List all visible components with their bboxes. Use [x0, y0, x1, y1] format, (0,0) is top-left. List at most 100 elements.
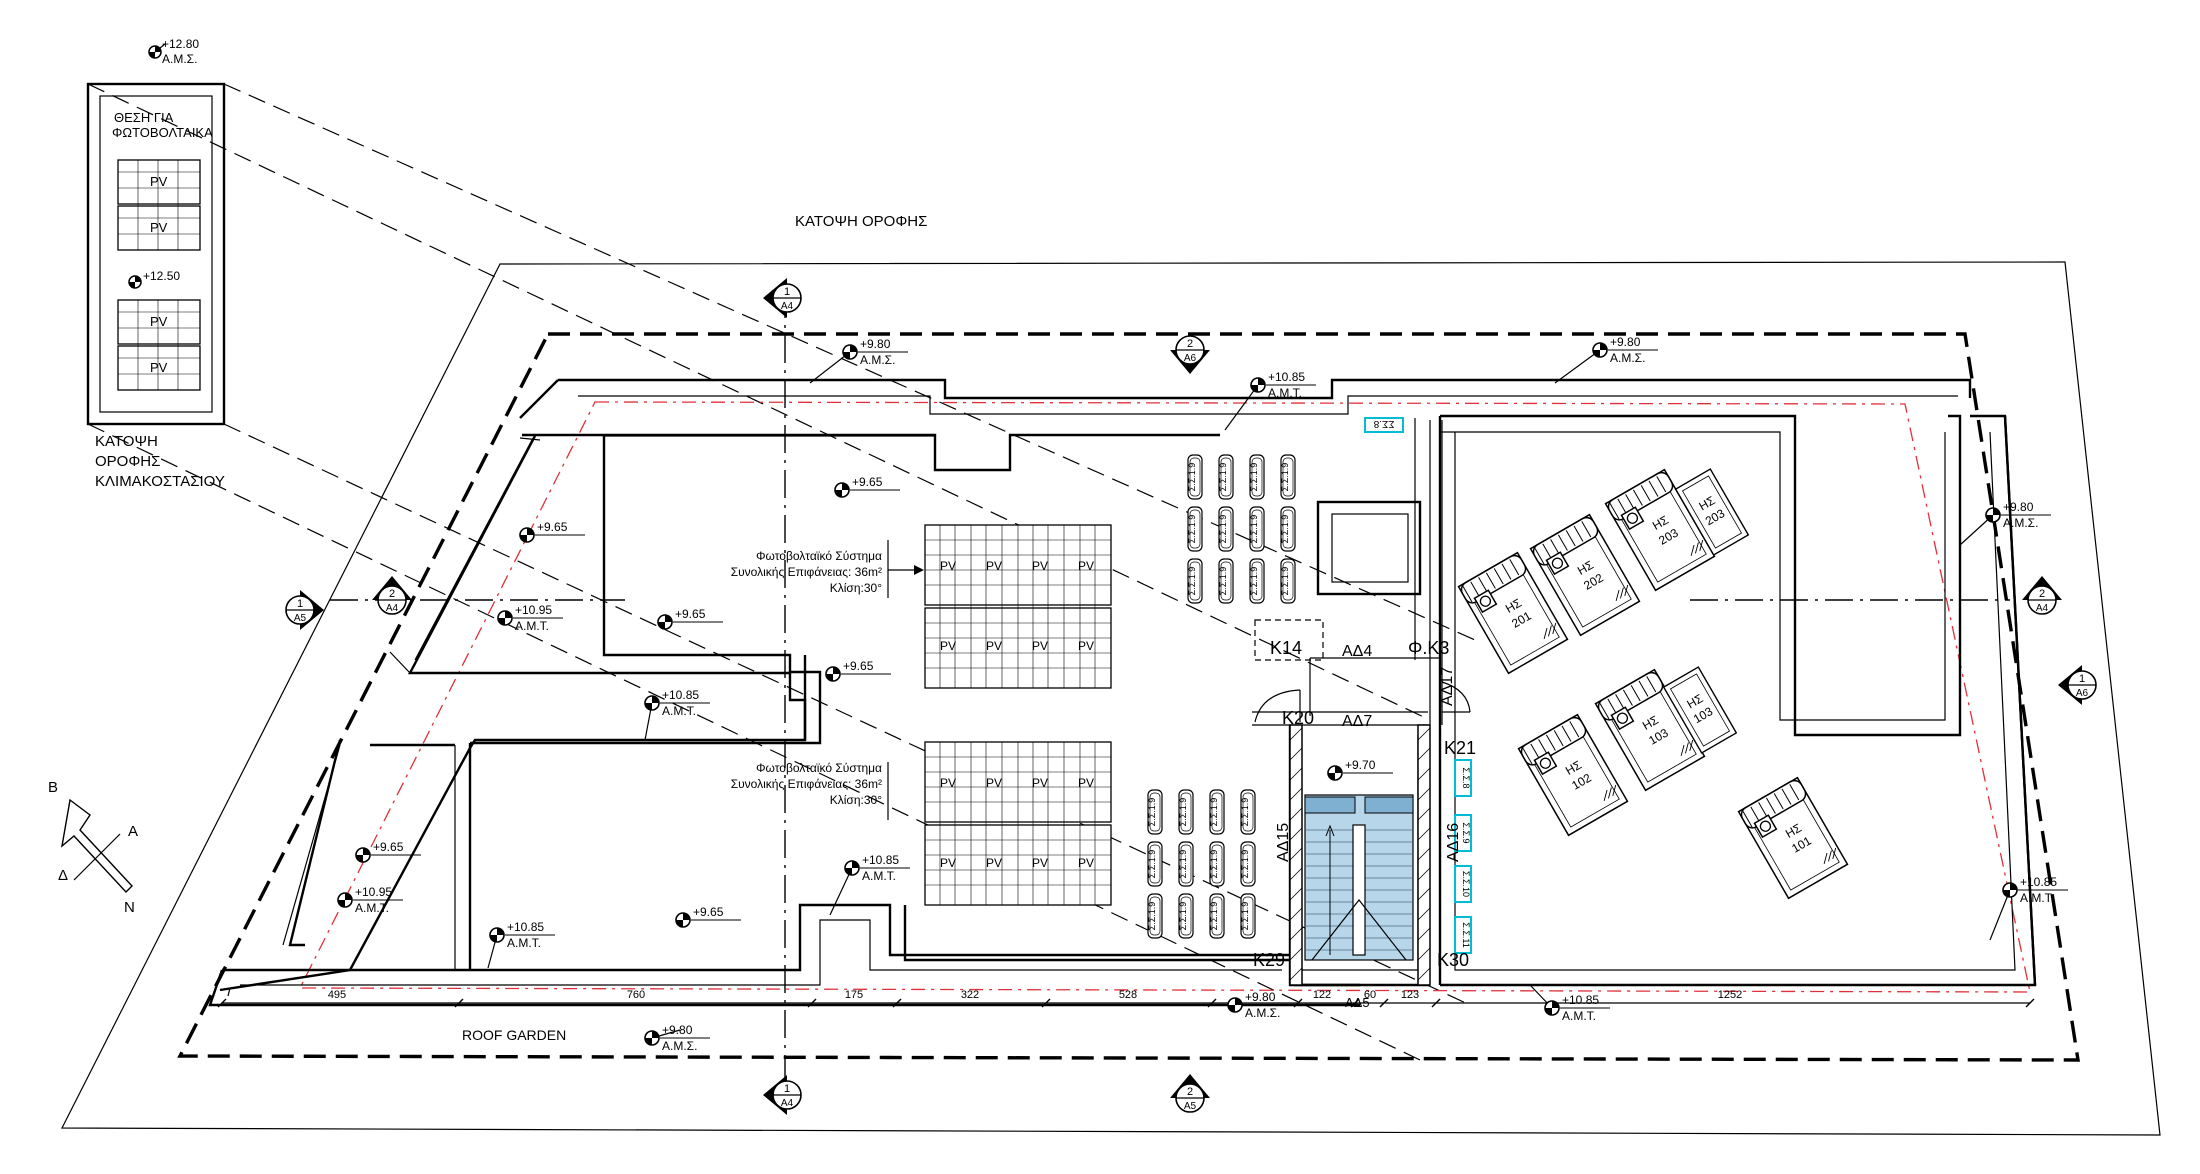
- solar-collector-label: Σ.Σ.1.9: [1280, 515, 1290, 544]
- cyan-tag-label: Σ.Σ.10: [1461, 871, 1471, 897]
- level-value: +10.85: [662, 688, 699, 702]
- dim-value: 175: [845, 989, 863, 1001]
- cyan-tag-label: ΣΣ.8: [1373, 418, 1394, 429]
- level-marker: +10.85Α.Μ.Τ.: [1224, 370, 1316, 431]
- pv-label: PV: [940, 639, 956, 653]
- solar-collector: Σ.Σ.1.9: [1178, 893, 1194, 939]
- solar-heater-label: ΗΣ: [1563, 758, 1584, 778]
- door-k20: [1254, 681, 1471, 723]
- solar-collectors-lower: Σ.Σ.1.9Σ.Σ.1.9Σ.Σ.1.9Σ.Σ.1.9Σ.Σ.1.9Σ.Σ.1…: [1147, 789, 1256, 939]
- k14-dashed-box: [1254, 619, 1324, 661]
- solar-collector: Σ.Σ.1.9: [1187, 454, 1203, 500]
- dim-value: 495: [328, 989, 346, 1001]
- pv-label: PV: [986, 639, 1002, 653]
- section-marker: 1A6: [2058, 665, 2097, 705]
- solar-collector: Σ.Σ.1.9: [1218, 454, 1234, 500]
- dim-value: 60: [1364, 989, 1376, 1001]
- level-marker: +9.65: [355, 840, 421, 863]
- level-unit: Α.Μ.Τ.: [507, 936, 541, 950]
- level-marker: [148, 43, 166, 59]
- level-unit: Α.Μ.Σ.: [662, 1039, 697, 1053]
- solar-collector: Σ.Σ.1.9: [1240, 893, 1256, 939]
- room-label-k29: Κ29: [1253, 950, 1285, 970]
- room-label-fk3: Φ.Κ3: [1408, 638, 1449, 658]
- section-marker: 1A4: [763, 1075, 802, 1115]
- level-value: +10.85: [507, 920, 544, 934]
- section-marker: 2A4: [372, 576, 412, 615]
- inset-pv-label-2: PV: [150, 220, 168, 235]
- section-sheet: A5: [294, 613, 307, 624]
- level-value: +9.65: [675, 607, 706, 621]
- solar-collector: Σ.Σ.1.9: [1178, 789, 1194, 835]
- parapet-walls: [208, 378, 2037, 1007]
- pv-label: PV: [1032, 639, 1048, 653]
- solar-heater-label: ΗΣ: [1650, 513, 1671, 533]
- section-number: 2: [2039, 588, 2045, 600]
- level-marker: +9.65: [675, 905, 741, 928]
- solar-collector-label: Σ.Σ.1.9: [1147, 902, 1157, 931]
- roof-garden-label: ROOF GARDEN: [462, 1027, 566, 1043]
- level-value: +10.85: [862, 853, 899, 867]
- compass-a: A: [128, 823, 138, 840]
- solar-collector: Σ.Σ.1.9: [1240, 841, 1256, 887]
- section-number: 1: [784, 286, 790, 298]
- dim-value: 123: [1401, 989, 1419, 1001]
- solar-collector-label: Σ.Σ.1.9: [1209, 798, 1219, 827]
- solar-collector-label: Σ.Σ.1.9: [1218, 463, 1228, 492]
- level-unit: Α.Μ.Τ.: [1268, 386, 1302, 400]
- level-unit: Α.Μ.Τ.: [2020, 891, 2054, 905]
- stair-roof-caption-3: ΚΛΙΜΑΚΟΣΤΑΣΙΟΥ: [95, 473, 225, 490]
- section-sheet: A6: [1184, 353, 1197, 364]
- level-value: +10.85: [2020, 875, 2057, 889]
- solar-collector-label: Σ.Σ.1.9: [1218, 515, 1228, 544]
- solar-collector: Σ.Σ.1.9: [1209, 893, 1225, 939]
- solar-collector-label: Σ.Σ.1.9: [1178, 902, 1188, 931]
- compass-icon: [60, 798, 133, 894]
- pv-label: PV: [1032, 559, 1048, 573]
- level-marker: +10.95Α.Μ.Τ.: [337, 885, 403, 915]
- pv-position-line1: ΘΕΣΗ ΓΙΑ: [114, 110, 174, 125]
- level-marker: +9.65: [657, 607, 723, 630]
- level-marker: +9.65: [825, 659, 891, 682]
- solar-collector-label: Σ.Σ.1.9: [1218, 567, 1228, 596]
- pv-system-line3: Κλίση:30°: [830, 581, 882, 595]
- pv-label: PV: [940, 559, 956, 573]
- level-marker: +9.80Α.Μ.Σ.: [1227, 990, 1293, 1020]
- pv-array-upper: [924, 524, 1112, 689]
- solar-collector: Σ.Σ.1.9: [1209, 841, 1225, 887]
- level-marker: +9.65: [834, 475, 900, 498]
- room-label-ad7: ΑΔ7: [1342, 713, 1372, 730]
- section-sheet: A4: [386, 603, 399, 614]
- solar-collectors-upper: Σ.Σ.1.9Σ.Σ.1.9Σ.Σ.1.9Σ.Σ.1.9Σ.Σ.1.9Σ.Σ.1…: [1187, 454, 1296, 604]
- room-label-k14: Κ14: [1270, 638, 1302, 658]
- section-number: 2: [389, 588, 395, 600]
- level-marker: +10.85Α.Μ.Τ.: [1529, 984, 1610, 1023]
- stair-roof-level-mid: +12.50: [143, 269, 180, 283]
- inset-pv-panel-1: [117, 159, 201, 391]
- solar-collector: Σ.Σ.1.9: [1147, 841, 1163, 887]
- solar-collector: Σ.Σ.1.9: [1280, 558, 1296, 604]
- pv-system-line2: Συνολικής Επιφάνειας: 36m²: [731, 565, 882, 579]
- solar-collector: Σ.Σ.1.9: [1218, 558, 1234, 604]
- solar-collector-label: Σ.Σ.1.9: [1178, 850, 1188, 879]
- pv-label: PV: [986, 856, 1002, 870]
- drawing-title: ΚΑΤΟΨΗ ΟΡΟΦΗΣ: [795, 213, 927, 230]
- section-marker: 1A5: [285, 590, 324, 630]
- room-label-k30: Κ30: [1437, 950, 1469, 970]
- compass-d: Δ: [58, 867, 68, 884]
- solar-collector: Σ.Σ.1.9: [1249, 506, 1265, 552]
- room-label-k21: Κ21: [1444, 738, 1476, 758]
- level-value: +10.95: [515, 603, 552, 617]
- section-marker: 1A4: [763, 278, 802, 318]
- level-unit: Α.Μ.Σ.: [2003, 516, 2038, 530]
- compass-n: N: [124, 899, 135, 916]
- pv-system-note-upper: [887, 540, 924, 598]
- stair-roof-level-top-unit: Α.Μ.Σ.: [162, 52, 197, 66]
- solar-collector-label: Σ.Σ.1.9: [1209, 850, 1219, 879]
- cyan-tag-label: Σ.Σ.8: [1461, 767, 1471, 788]
- section-marker: 2A4: [2022, 576, 2062, 615]
